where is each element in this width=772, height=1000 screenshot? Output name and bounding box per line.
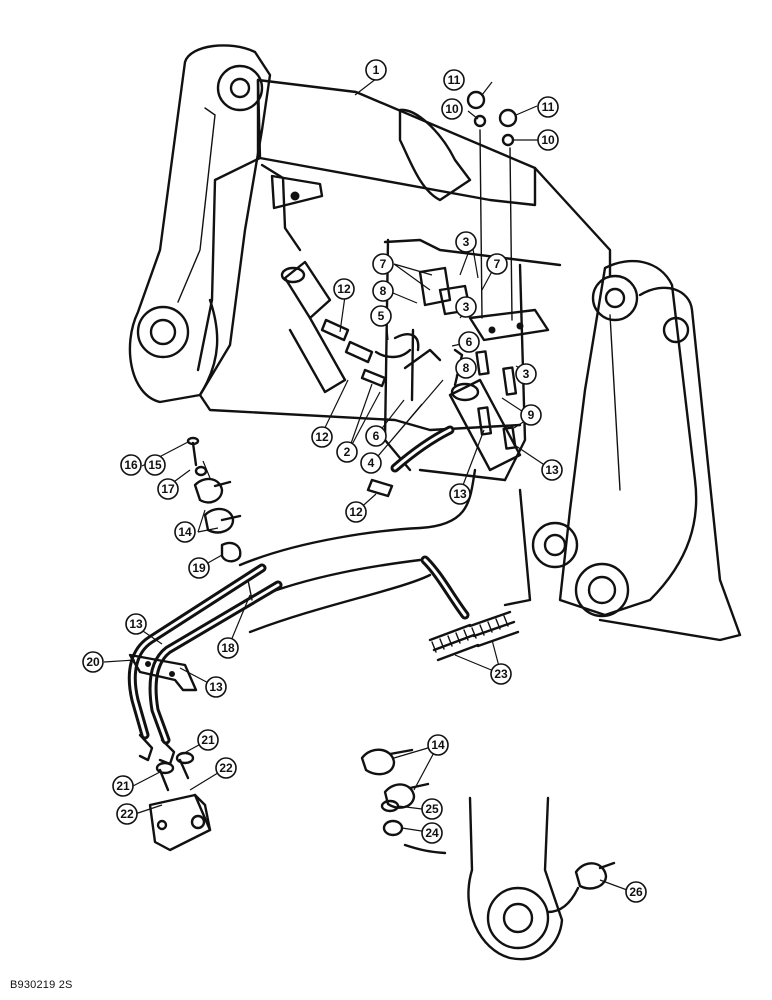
svg-text:11: 11 [542, 100, 555, 114]
svg-text:1: 1 [373, 63, 380, 77]
svg-text:13: 13 [545, 463, 559, 477]
svg-text:4: 4 [368, 456, 375, 470]
svg-text:23: 23 [494, 667, 508, 681]
svg-text:17: 17 [161, 482, 175, 496]
callout-6b: 6 [365, 425, 387, 447]
svg-text:11: 11 [448, 73, 461, 87]
callout-13b: 13 [541, 459, 563, 481]
svg-text:16: 16 [124, 458, 138, 472]
callout-15: 15 [144, 454, 166, 476]
svg-text:3: 3 [463, 235, 470, 249]
svg-text:21: 21 [116, 779, 130, 793]
callout-bubbles: 1 11 11 10 10 3 7 7 12 8 5 3 6 8 3 9 12 … [82, 59, 647, 903]
svg-text:12: 12 [337, 282, 351, 296]
svg-text:7: 7 [494, 257, 501, 271]
svg-text:8: 8 [380, 284, 387, 298]
callout-24: 24 [421, 822, 443, 844]
hose-assemblies [127, 425, 477, 745]
callout-14b: 14 [427, 734, 449, 756]
callout-6a: 6 [458, 331, 480, 353]
svg-text:25: 25 [425, 802, 439, 816]
svg-text:2: 2 [344, 445, 351, 459]
svg-text:14: 14 [431, 738, 445, 752]
svg-text:3: 3 [523, 367, 530, 381]
svg-text:22: 22 [219, 761, 233, 775]
svg-text:19: 19 [192, 561, 206, 575]
svg-text:13: 13 [209, 680, 223, 694]
callout-18: 18 [217, 637, 239, 659]
callout-11a: 11 [443, 69, 465, 91]
callout-8a: 8 [372, 280, 394, 302]
callout-11b: 11 [537, 96, 559, 118]
callout-21a: 21 [197, 729, 219, 751]
svg-text:26: 26 [629, 885, 643, 899]
svg-text:13: 13 [453, 487, 467, 501]
callout-5: 5 [370, 305, 392, 327]
callout-19: 19 [188, 557, 210, 579]
left-loader-arm [128, 44, 272, 404]
svg-text:20: 20 [86, 655, 100, 669]
callout-21b: 21 [112, 775, 134, 797]
callout-12b: 12 [311, 426, 333, 448]
svg-text:6: 6 [373, 429, 380, 443]
callout-3b: 3 [455, 296, 477, 318]
svg-text:8: 8 [463, 361, 470, 375]
svg-text:24: 24 [425, 826, 439, 840]
right-loader-arm [503, 259, 742, 642]
callout-13a: 13 [449, 483, 471, 505]
svg-text:12: 12 [315, 430, 329, 444]
callout-14a: 14 [174, 521, 196, 543]
callout-13d: 13 [205, 676, 227, 698]
callout-20: 20 [82, 651, 104, 673]
callout-22b: 22 [116, 803, 138, 825]
svg-text:3: 3 [463, 300, 470, 314]
callout-26: 26 [625, 881, 647, 903]
callout-7a: 7 [372, 253, 394, 275]
callout-22a: 22 [215, 757, 237, 779]
callout-12a: 12 [333, 278, 355, 300]
svg-text:10: 10 [445, 102, 459, 116]
svg-text:13: 13 [129, 617, 143, 631]
callout-9: 9 [520, 404, 542, 426]
svg-text:7: 7 [380, 257, 387, 271]
svg-text:6: 6 [466, 335, 473, 349]
callout-12c: 12 [345, 501, 367, 523]
figure-id-label: B930219 2S [10, 979, 73, 991]
callout-13c: 13 [125, 613, 147, 635]
callout-3c: 3 [515, 363, 537, 385]
svg-text:14: 14 [178, 525, 192, 539]
callout-23: 23 [490, 663, 512, 685]
clamp-stack-lower [360, 748, 447, 855]
svg-text:22: 22 [120, 807, 134, 821]
callout-25: 25 [421, 798, 443, 820]
callout-1: 1 [365, 59, 387, 81]
svg-text:21: 21 [201, 733, 215, 747]
svg-text:10: 10 [541, 133, 555, 147]
svg-text:9: 9 [528, 408, 535, 422]
callout-10b: 10 [537, 129, 559, 151]
callout-16: 16 [120, 454, 142, 476]
cylinder-right [448, 378, 522, 472]
callout-4: 4 [360, 452, 382, 474]
clamp-stack-upper [186, 436, 253, 601]
cylinder-left [280, 260, 347, 394]
callout-2: 2 [336, 441, 358, 463]
callout-7b: 7 [486, 253, 508, 275]
lower-arm-end [467, 796, 616, 961]
svg-text:15: 15 [148, 458, 162, 472]
valve-body [148, 751, 212, 852]
callout-3a: 3 [455, 231, 477, 253]
svg-text:12: 12 [349, 505, 363, 519]
callout-10a: 10 [441, 98, 463, 120]
svg-text:5: 5 [378, 309, 385, 323]
callout-17: 17 [157, 478, 179, 500]
svg-text:18: 18 [221, 641, 235, 655]
callout-8b: 8 [455, 357, 477, 379]
hose-spring-guards [428, 610, 520, 662]
